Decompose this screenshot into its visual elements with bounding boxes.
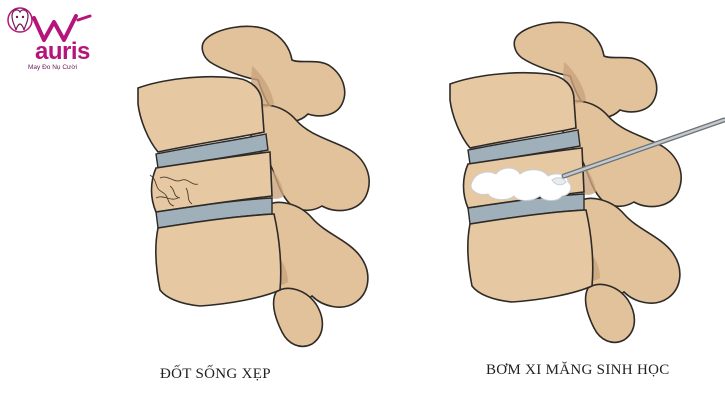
brand-name: auris bbox=[35, 38, 90, 65]
caption-bone-cement-injection: BƠM XI MĂNG SINH HỌC bbox=[486, 362, 670, 378]
cement-injection-figure bbox=[449, 21, 725, 344]
caption-collapsed-vertebra: ĐỐT SỐNG XẸP bbox=[160, 366, 271, 382]
injection-needle bbox=[561, 117, 725, 179]
tooth-mascot-icon bbox=[7, 7, 33, 33]
collapsed-vertebra-figure bbox=[137, 25, 370, 348]
bone-cement bbox=[470, 167, 572, 201]
fracture-lines bbox=[149, 174, 199, 207]
auris-logo: auris May Đo Nụ Cười bbox=[4, 4, 104, 76]
brand-tagline: May Đo Nụ Cười bbox=[28, 64, 78, 71]
brand-w-mark bbox=[32, 14, 92, 42]
